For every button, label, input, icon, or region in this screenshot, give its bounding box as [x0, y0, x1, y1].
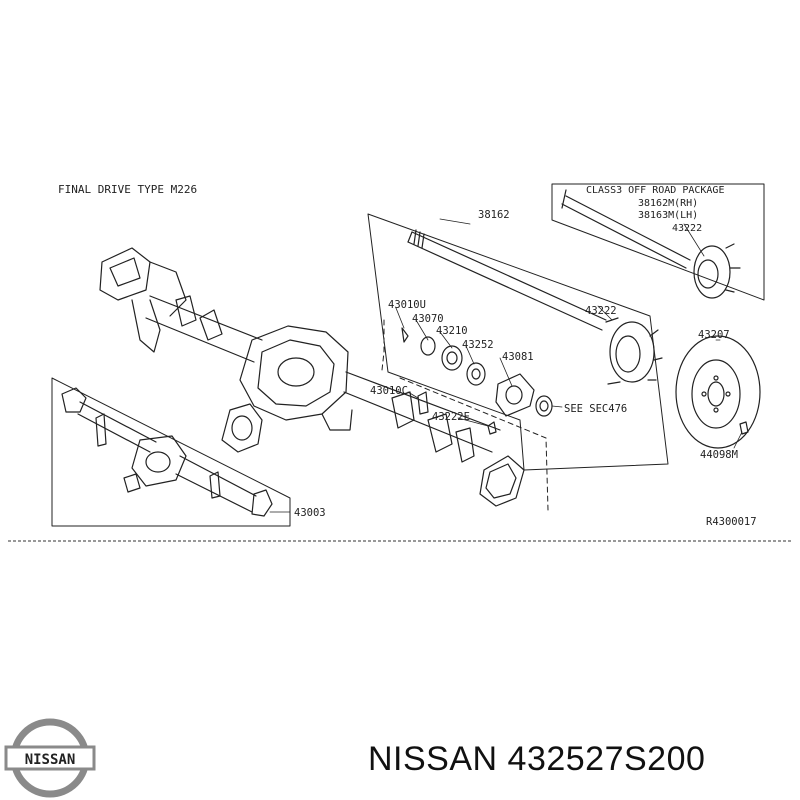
parts-group-box: [367, 213, 669, 471]
part-label-see-sec476: SEE SEC476: [564, 403, 627, 415]
part-label-43210: 43210: [436, 325, 468, 337]
part-label-43252: 43252: [462, 339, 494, 351]
part-label-43010u: 43010U: [388, 299, 426, 311]
part-label-38162: 38162: [478, 209, 510, 221]
axle-shaft: [407, 229, 607, 331]
part-label-43010c: 43010C: [370, 385, 408, 397]
wheel-hub: [605, 317, 663, 385]
diagram-title: FINAL DRIVE TYPE M226: [58, 183, 197, 196]
part-label-43222: 43222: [585, 305, 617, 317]
logo-wordmark: NISSAN: [25, 752, 76, 768]
axle-housing: [99, 247, 525, 507]
part-label-43003: 43003: [294, 507, 326, 519]
part-label-43222e: 43222E: [432, 411, 470, 423]
class-note-line-2: 38162M(RH): [638, 198, 698, 209]
part-label-43207: 43207: [698, 329, 730, 341]
part-label-44098m: 44098M: [700, 449, 738, 461]
reference-code: R4300017: [706, 516, 757, 528]
exploded-axle-diagram: FINAL DRIVE TYPE M226 38162 43222 43010U…: [8, 183, 792, 542]
brand-footer: NISSAN NISSAN 432527S200: [0, 690, 800, 800]
part-label-43081: 43081: [502, 351, 534, 363]
bearing-stack: [401, 327, 553, 417]
part-label-43070: 43070: [412, 313, 444, 325]
part-caption: NISSAN 432527S200: [368, 740, 706, 778]
brake-rotor: [675, 335, 761, 449]
nissan-logo-icon: NISSAN: [4, 718, 96, 798]
class-note-line-1: CLASS3 OFF ROAD PACKAGE: [586, 185, 724, 196]
class-note-line-3: 38163M(LH): [638, 210, 698, 221]
class-note-line-4: 43222: [672, 223, 702, 234]
offroad-shaft: [561, 189, 741, 299]
assembly-inset: [61, 387, 273, 517]
assembly-inset-box: [51, 377, 291, 527]
